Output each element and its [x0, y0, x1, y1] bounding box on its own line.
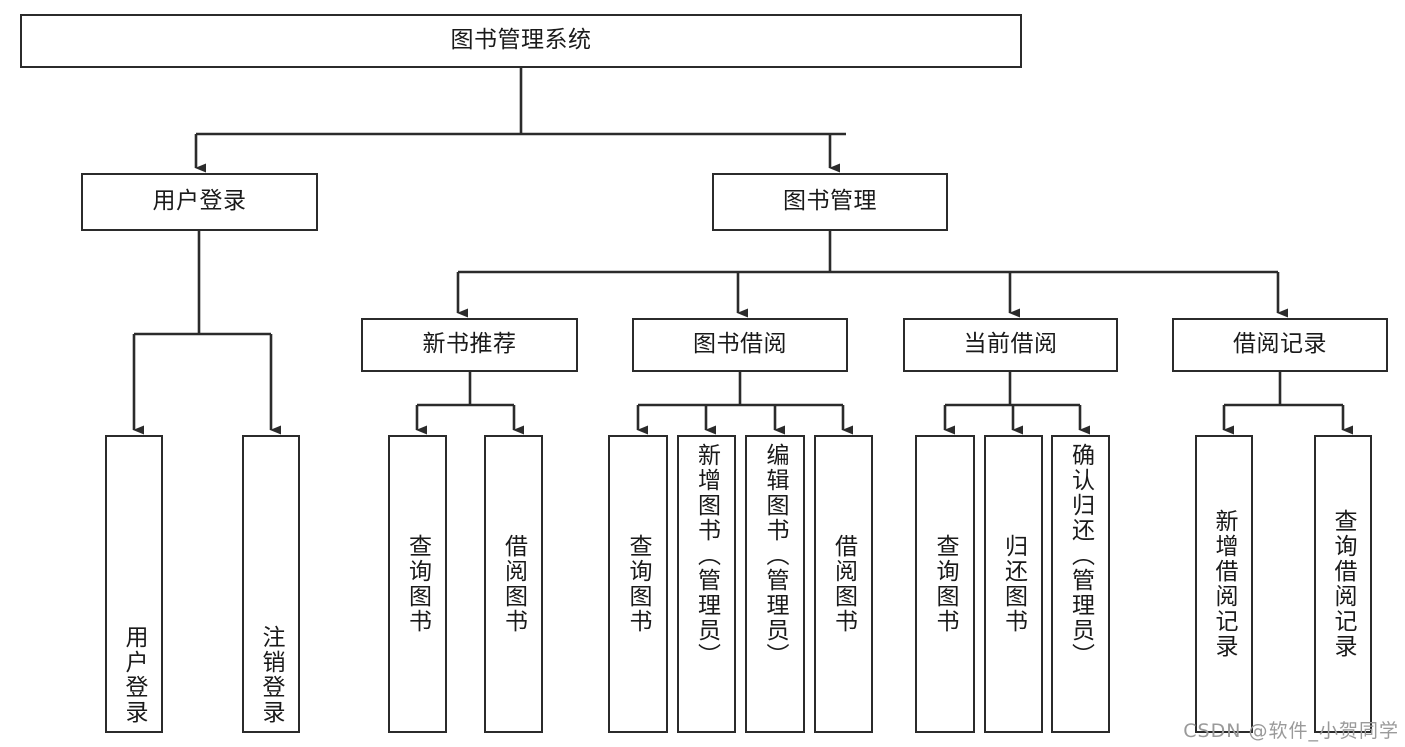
- node-root[interactable]: 图书管理系统: [20, 14, 1022, 68]
- node-book-management-label: 图书管理: [783, 188, 877, 215]
- node-current-borrow[interactable]: 当前借阅: [903, 318, 1118, 372]
- leaf-return-book-label: 归还图书: [1000, 534, 1027, 634]
- leaf-query-book-current-label: 查询图书: [932, 534, 959, 634]
- node-new-book-recommend-label: 新书推荐: [422, 331, 517, 358]
- node-book-management[interactable]: 图书管理: [712, 173, 948, 231]
- node-borrow-record-label: 借阅记录: [1233, 331, 1327, 358]
- leaf-confirm-return-admin[interactable]: 确认归还（管理员）: [1051, 435, 1110, 733]
- leaf-borrow-book-recommend-label: 借阅图书: [500, 534, 527, 634]
- leaf-user-login-label: 用户登录: [121, 625, 148, 725]
- node-user-login[interactable]: 用户登录: [81, 173, 318, 231]
- node-root-label: 图书管理系统: [450, 27, 592, 54]
- leaf-add-book-admin-label: 新增图书（管理员）: [693, 443, 720, 668]
- node-borrow-record[interactable]: 借阅记录: [1172, 318, 1388, 372]
- leaf-query-book-recommend-label: 查询图书: [404, 534, 431, 634]
- leaf-logout[interactable]: 注销登录: [242, 435, 300, 733]
- node-book-borrow-label: 图书借阅: [693, 331, 787, 358]
- leaf-query-book-label: 查询图书: [625, 534, 652, 634]
- leaf-add-book-admin[interactable]: 新增图书（管理员）: [677, 435, 736, 733]
- leaf-borrow-book-label: 借阅图书: [830, 534, 857, 634]
- leaf-query-book[interactable]: 查询图书: [608, 435, 668, 733]
- leaf-add-borrow-record-label: 新增借阅记录: [1211, 509, 1238, 659]
- leaf-user-login[interactable]: 用户登录: [105, 435, 163, 733]
- leaf-borrow-book[interactable]: 借阅图书: [814, 435, 873, 733]
- leaf-query-book-recommend[interactable]: 查询图书: [388, 435, 447, 733]
- node-new-book-recommend[interactable]: 新书推荐: [361, 318, 578, 372]
- leaf-confirm-return-admin-label: 确认归还（管理员）: [1067, 443, 1094, 668]
- leaf-borrow-book-recommend[interactable]: 借阅图书: [484, 435, 543, 733]
- leaf-query-borrow-record[interactable]: 查询借阅记录: [1314, 435, 1372, 733]
- leaf-add-borrow-record[interactable]: 新增借阅记录: [1195, 435, 1253, 733]
- leaf-edit-book-admin-label: 编辑图书（管理员）: [762, 443, 789, 668]
- node-user-login-label: 用户登录: [152, 188, 247, 215]
- leaf-edit-book-admin[interactable]: 编辑图书（管理员）: [745, 435, 805, 733]
- leaf-return-book[interactable]: 归还图书: [984, 435, 1043, 733]
- node-current-borrow-label: 当前借阅: [963, 331, 1058, 358]
- watermark-text: CSDN @软件_小贺同学: [1183, 720, 1399, 742]
- node-book-borrow[interactable]: 图书借阅: [632, 318, 848, 372]
- leaf-query-borrow-record-label: 查询借阅记录: [1330, 509, 1357, 659]
- leaf-query-book-current[interactable]: 查询图书: [915, 435, 975, 733]
- leaf-logout-label: 注销登录: [258, 625, 285, 725]
